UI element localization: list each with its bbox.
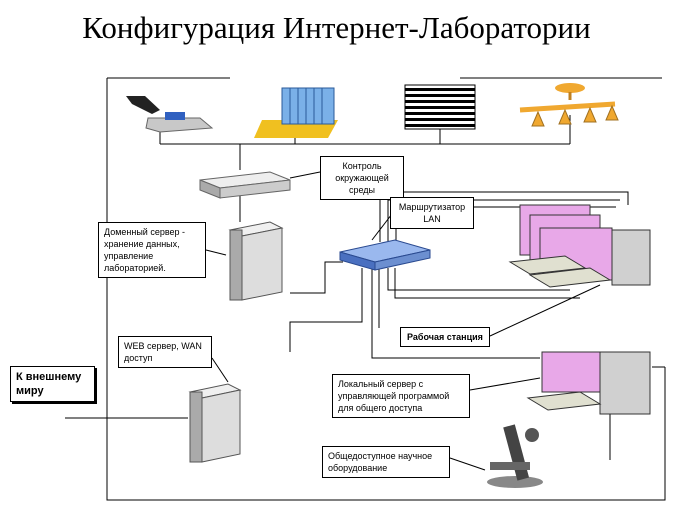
card-reader-icon <box>126 96 214 133</box>
ws-label-link <box>489 284 601 337</box>
external-world-label: К внешнему миру <box>10 366 95 402</box>
web-server-icon <box>188 383 242 463</box>
env-label-pointer <box>289 171 321 179</box>
router-ws-4 <box>387 268 570 291</box>
environment-label: Контроль окружающей среды <box>320 156 404 200</box>
web-label-pointer <box>211 357 229 383</box>
workstation-cluster-icon <box>508 204 651 288</box>
router-ws-2 <box>387 199 620 242</box>
microscope-icon <box>487 424 543 488</box>
domain-label-pointer <box>205 249 227 256</box>
router-to-web <box>289 268 363 338</box>
desktop-pc-icon <box>526 351 651 415</box>
local-label-pointer <box>469 377 541 391</box>
workstation-label: Рабочая станция <box>400 327 490 347</box>
local-server-label: Локальный сервер с управляющей программо… <box>332 374 470 418</box>
controller-box-icon <box>199 171 291 199</box>
tower-server-icon <box>228 221 284 301</box>
blinds-icon <box>404 84 476 130</box>
page-title: Конфигурация Интернет-Лаборатории <box>82 10 591 45</box>
radiator-icon <box>254 87 338 138</box>
ceiling-lamps-icon <box>519 83 619 127</box>
equipment-label: Общедоступное научное оборудование <box>322 446 450 478</box>
equipment-label-pointer <box>449 457 486 471</box>
frame-line <box>106 78 666 501</box>
domain-server-label: Доменный сервер - хранение данных, управ… <box>98 222 206 278</box>
router-to-local <box>371 268 540 359</box>
web-server-label: WEB сервер, WAN доступ <box>118 336 212 368</box>
server-to-router <box>290 261 343 294</box>
router-ws-1 <box>379 191 629 242</box>
router-icon <box>339 239 431 271</box>
router-ws-5 <box>394 268 580 299</box>
router-label: Маршрутизатор LAN <box>390 197 474 229</box>
